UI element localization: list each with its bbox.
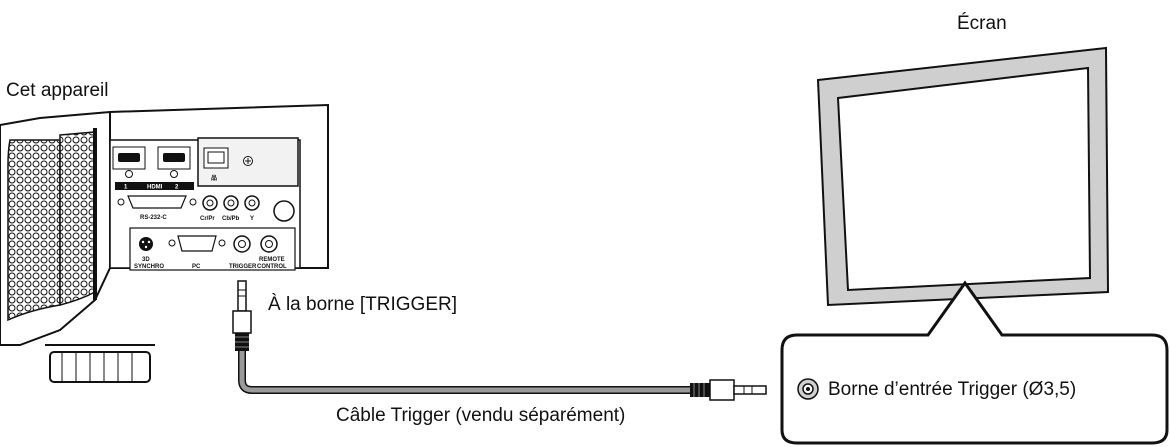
synchro-label: SYNCHRO	[134, 264, 164, 270]
pc-label: PC	[192, 264, 201, 270]
input-terminal-label: Borne d’entrée Trigger (Ø3,5)	[828, 379, 1077, 400]
rs232c-port: RS-232-C	[117, 195, 197, 221]
y-label: Y	[250, 216, 254, 222]
lan-label: 品	[211, 174, 217, 182]
3d-synchro-port: 3D SYNCHRO	[134, 237, 164, 270]
projector: 1 HDMI 2 品 RS-232-C	[0, 103, 329, 383]
component-jacks: Cr/Pr Cb/Pb Y	[200, 195, 260, 222]
control-label: CONTROL	[257, 264, 287, 270]
hdmi-port-1	[112, 146, 146, 178]
hdmi-label-bar	[115, 182, 194, 190]
callout-bubble	[780, 280, 1169, 445]
rs232c-label: RS-232-C	[140, 215, 167, 221]
connector-panel: 1 HDMI 2 品 RS-232-C	[109, 137, 301, 271]
ventilation-grill	[7, 128, 97, 322]
cb-pb-label: Cb/Pb	[222, 216, 240, 222]
lan-port: 品	[203, 147, 229, 182]
hdmi-label: HDMI	[147, 185, 163, 191]
trigger-cable	[232, 280, 767, 401]
remote-control-port: REMOTE CONTROL	[257, 235, 287, 270]
cr-pr-label: Cr/Pr	[200, 216, 215, 222]
hdmi-port-2	[157, 146, 191, 178]
hdmi-1-label: 1	[124, 185, 128, 191]
hdmi-2-label: 2	[175, 185, 179, 191]
device-label: Cet appareil	[6, 80, 109, 101]
screen	[816, 46, 1110, 307]
pc-port: PC	[168, 235, 226, 270]
screen-label: Écran	[957, 13, 1007, 34]
cable-label: Câble Trigger (vendu séparément)	[336, 405, 626, 426]
trigger-label: TRIGGER	[229, 264, 257, 270]
trigger-port: TRIGGER	[229, 235, 257, 270]
3d-label: 3D	[142, 257, 150, 263]
remote-label: REMOTE	[259, 257, 285, 263]
panel-screw	[243, 156, 253, 166]
ir-sensor	[273, 200, 295, 222]
trigger-input-jack	[797, 378, 819, 400]
trigger-terminal-label: À la borne [TRIGGER]	[268, 294, 458, 315]
projector-foot	[45, 344, 155, 383]
